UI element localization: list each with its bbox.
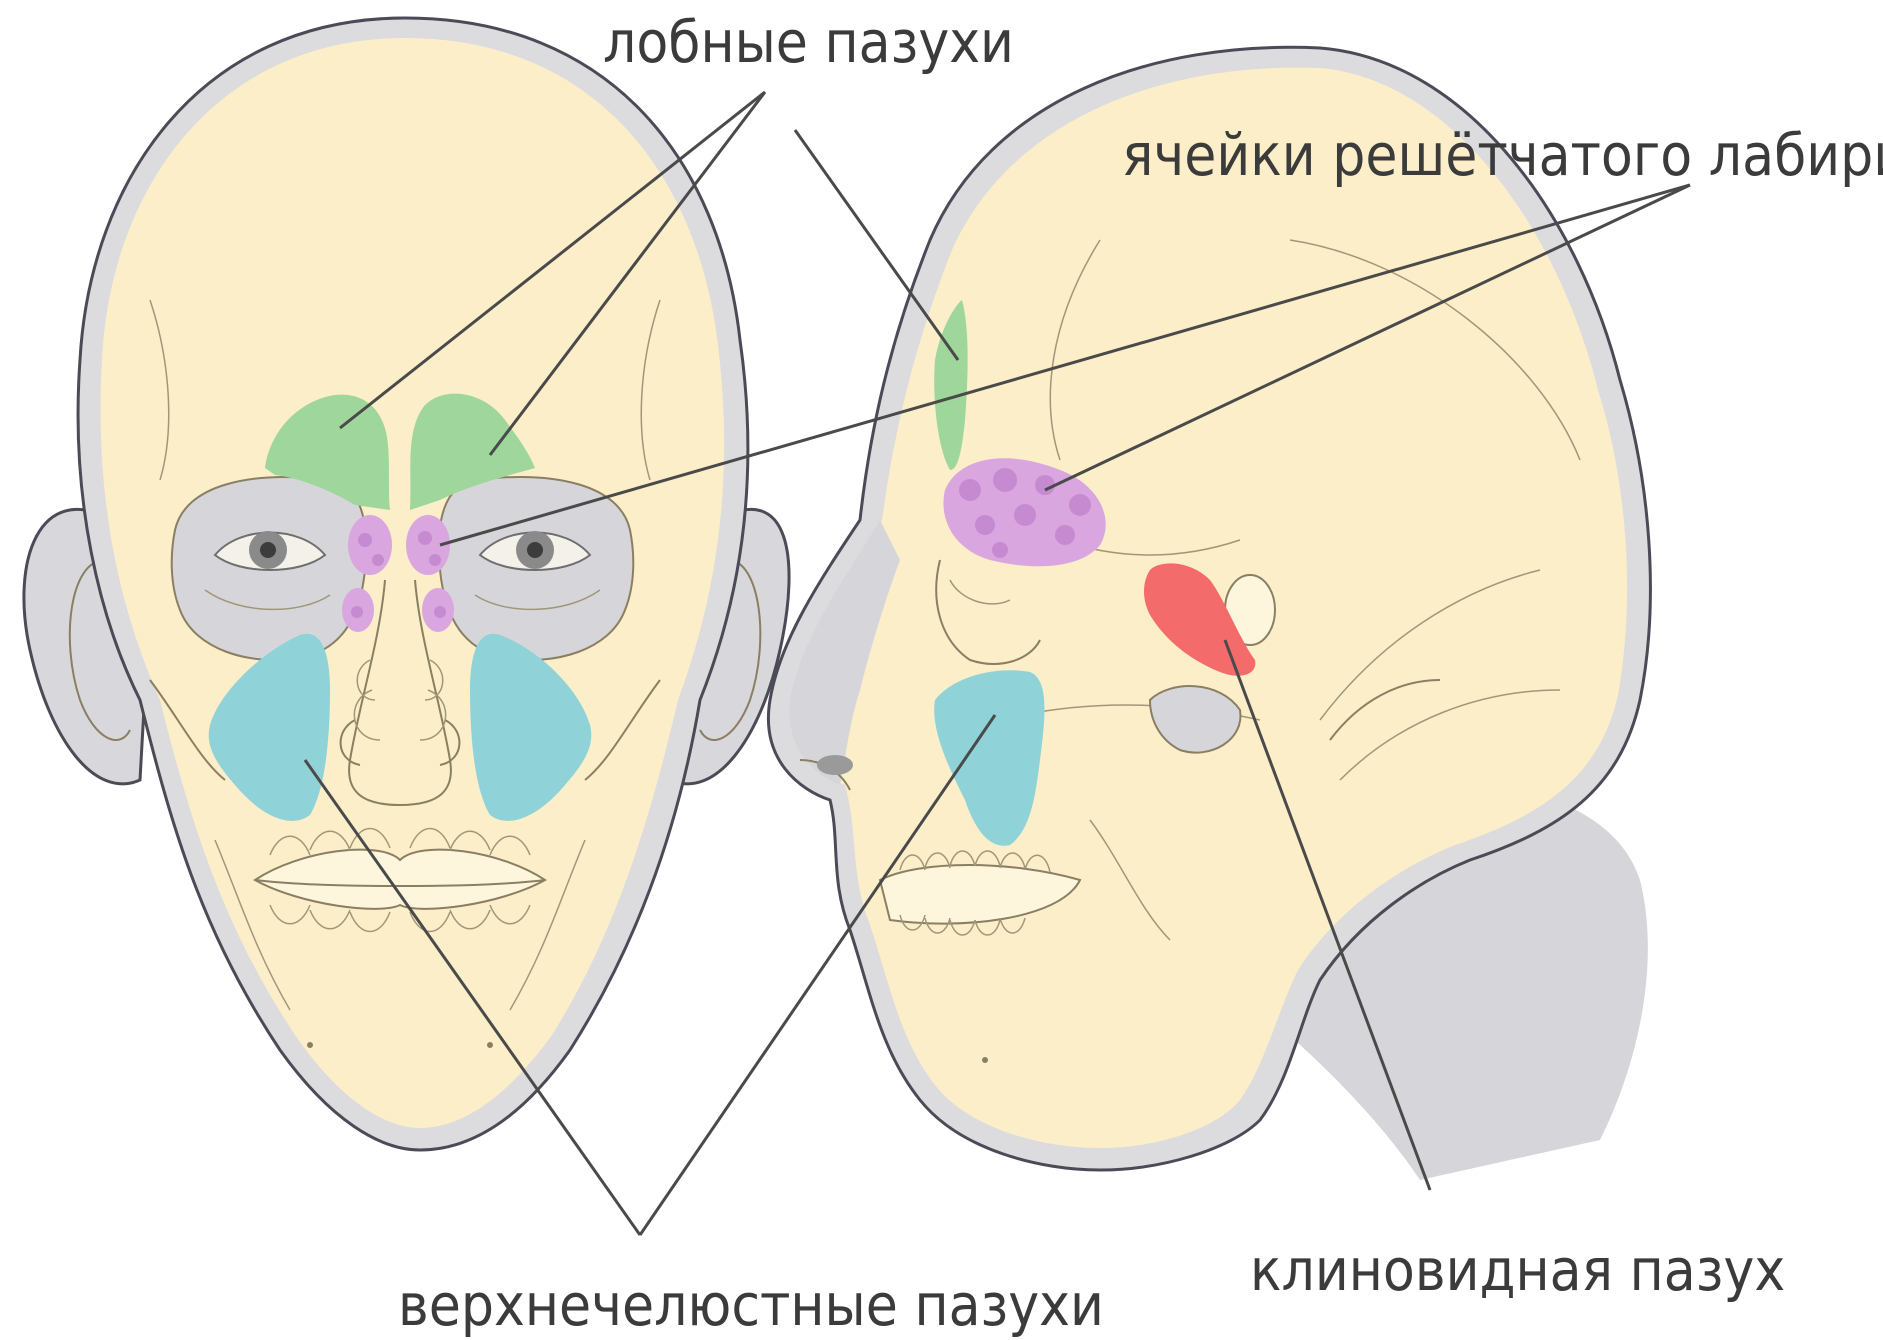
front-view-head [24, 18, 789, 1150]
nostril [817, 755, 853, 775]
label-ethmoid-cells: ячейки решётчатого лабиринта [1122, 121, 1883, 189]
label-maxillary-sinuses: верхнечелюстные пазухи [398, 1271, 1104, 1339]
side-view-head [768, 47, 1650, 1180]
label-sphenoid-sinus: клиновидная пазух [1250, 1236, 1785, 1304]
label-frontal-sinuses: лобные пазухи [603, 8, 1014, 76]
